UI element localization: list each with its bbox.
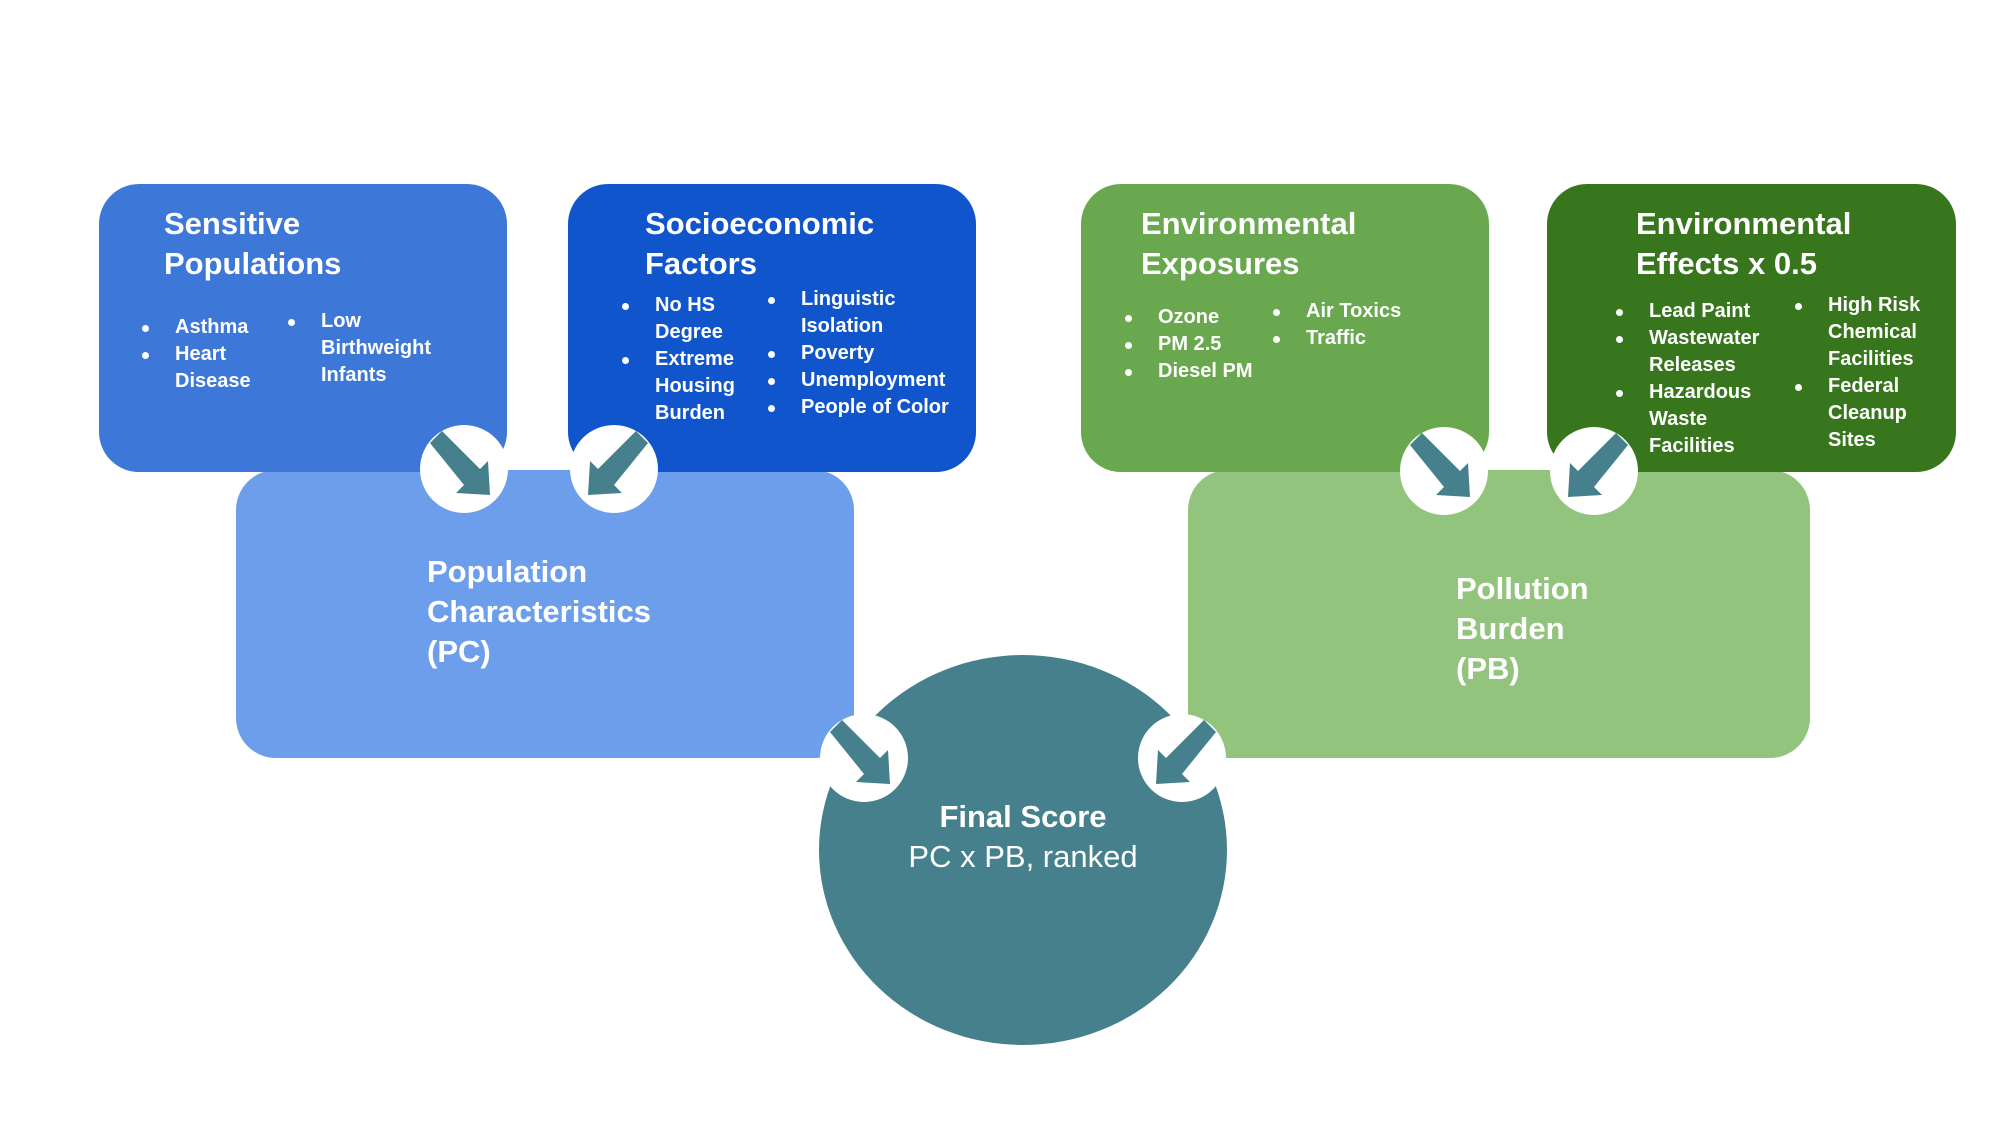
list-item: Asthma — [139, 314, 279, 341]
socioeconomic-factors-list-2: Linguistic Isolation Poverty Unemploymen… — [765, 286, 965, 421]
sensitive-populations-title-line2: Populations — [164, 246, 342, 281]
pollution-burden-line2: Burden — [1456, 611, 1565, 646]
list-item: Heart Disease — [139, 341, 279, 395]
list-item: Poverty — [765, 340, 965, 367]
list-item: Air Toxics — [1270, 298, 1430, 325]
environmental-effects-title-line2: Effects x 0.5 — [1636, 246, 1817, 281]
arrow-down-left-icon — [1550, 427, 1638, 515]
list-item: Extreme Housing Burden — [619, 346, 759, 427]
sensitive-populations-title-line1: Sensitive — [164, 206, 301, 241]
final-score-text: Final Score PC x PB, ranked — [819, 797, 1227, 877]
pollution-burden-title: Pollution Burden (PB) — [1456, 569, 1589, 689]
arrow-down-right-icon — [1400, 427, 1488, 515]
final-score-subtitle: PC x PB, ranked — [908, 839, 1138, 874]
list-item: Unemployment — [765, 367, 965, 394]
population-characteristics-title: Population Characteristics (PC) — [427, 552, 651, 672]
environmental-exposures-title: Environmental Exposures — [1141, 204, 1356, 284]
sensitive-populations-box: Sensitive Populations Asthma Heart Disea… — [99, 184, 507, 472]
environmental-exposures-list-1: Ozone PM 2.5 Diesel PM — [1122, 304, 1272, 385]
sensitive-populations-list-1: Asthma Heart Disease — [139, 314, 279, 395]
population-characteristics-line2: Characteristics — [427, 594, 652, 629]
list-item: Low Birthweight Infants — [285, 308, 435, 389]
environmental-effects-list-1: Lead Paint Wastewater Releases Hazardous… — [1613, 298, 1763, 460]
environmental-effects-list-2: High Risk Chemical Facilities Federal Cl… — [1792, 292, 1942, 454]
list-item: Wastewater Releases — [1613, 325, 1763, 379]
population-characteristics-line1: Population — [427, 554, 588, 589]
pollution-burden-line1: Pollution — [1456, 571, 1589, 606]
list-item: Ozone — [1122, 304, 1272, 331]
arrow-down-left-icon — [570, 425, 658, 513]
list-item: Linguistic Isolation — [765, 286, 965, 340]
sensitive-populations-list-2: Low Birthweight Infants — [285, 308, 435, 389]
environmental-effects-title-line1: Environmental — [1636, 206, 1852, 241]
list-item: Lead Paint — [1613, 298, 1763, 325]
pollution-burden-box: Pollution Burden (PB) — [1188, 470, 1810, 758]
environmental-exposures-title-line1: Environmental — [1141, 206, 1357, 241]
environmental-exposures-box: Environmental Exposures Ozone PM 2.5 Die… — [1081, 184, 1489, 472]
final-score-title: Final Score — [939, 799, 1107, 834]
socioeconomic-factors-box: Socioeconomic Factors No HS Degree Extre… — [568, 184, 976, 472]
list-item: No HS Degree — [619, 292, 759, 346]
arrow-down-right-icon — [820, 714, 908, 802]
arrow-down-right-icon — [420, 425, 508, 513]
list-item: Hazardous Waste Facilities — [1613, 379, 1763, 460]
environmental-effects-box: Environmental Effects x 0.5 Lead Paint W… — [1547, 184, 1956, 472]
list-item: High Risk Chemical Facilities — [1792, 292, 1942, 373]
socioeconomic-factors-list-1: No HS Degree Extreme Housing Burden — [619, 292, 759, 427]
socioeconomic-factors-title-line2: Factors — [645, 246, 757, 281]
sensitive-populations-title: Sensitive Populations — [164, 204, 341, 284]
list-item: People of Color — [765, 394, 965, 421]
arrow-down-left-icon — [1138, 714, 1226, 802]
list-item: PM 2.5 — [1122, 331, 1272, 358]
socioeconomic-factors-title: Socioeconomic Factors — [645, 204, 874, 284]
environmental-effects-title: Environmental Effects x 0.5 — [1636, 204, 1851, 284]
pollution-burden-line3: (PB) — [1456, 651, 1520, 686]
population-characteristics-line3: (PC) — [427, 634, 491, 669]
list-item: Diesel PM — [1122, 358, 1272, 385]
environmental-exposures-list-2: Air Toxics Traffic — [1270, 298, 1430, 352]
population-characteristics-box: Population Characteristics (PC) — [236, 470, 854, 758]
list-item: Traffic — [1270, 325, 1430, 352]
socioeconomic-factors-title-line1: Socioeconomic — [645, 206, 875, 241]
list-item: Federal Cleanup Sites — [1792, 373, 1942, 454]
environmental-exposures-title-line2: Exposures — [1141, 246, 1300, 281]
